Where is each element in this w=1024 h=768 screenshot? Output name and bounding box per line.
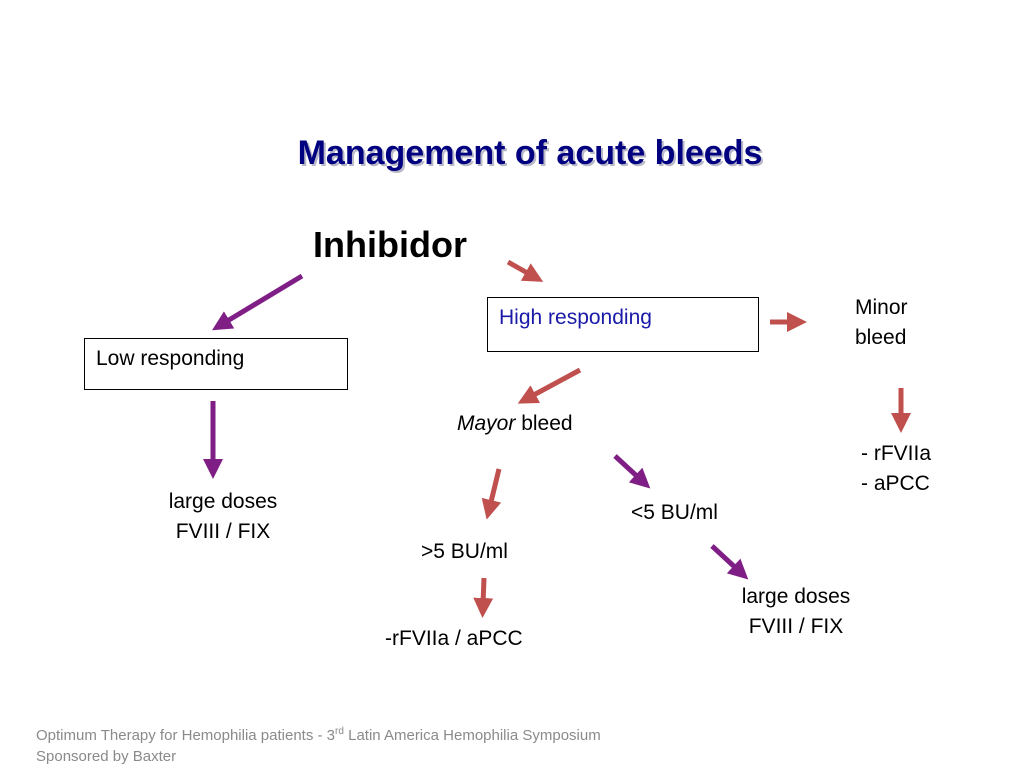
arrow-mayor-to-above5: [481, 468, 502, 520]
arrow-below5-to-treatment: [710, 544, 749, 580]
below-5-bu-label: <5 BU/ml: [631, 501, 718, 524]
low-responding-box: Low responding: [84, 338, 348, 390]
low-responding-treatment: large doses FVIII / FIX: [168, 490, 278, 543]
arrow-inhibidor-to-high: [506, 259, 544, 282]
above-5-bu-treatment: -rFVIIa / aPCC: [385, 627, 523, 650]
above-5-bu-label: >5 BU/ml: [421, 540, 508, 563]
footer: Optimum Therapy for Hemophilia patients …: [36, 721, 601, 767]
arrow-mayor-to-below5: [613, 454, 651, 489]
slide-title: Management of acute bleeds: [297, 134, 763, 172]
high-responding-box: High responding: [487, 297, 759, 352]
arrow-above5-to-treatment: [473, 577, 494, 618]
arrow-inhibidor-to-low: [212, 273, 304, 331]
high-responding-label: High responding: [499, 306, 652, 329]
low-responding-label: Low responding: [96, 347, 245, 370]
minor-bleed-label: Minor bleed: [855, 296, 908, 349]
footer-line-2: Sponsored by Baxter: [36, 748, 177, 765]
mayor-bleed-label: Mayor bleed: [457, 412, 573, 435]
footer-line-1: Optimum Therapy for Hemophilia patients …: [36, 726, 601, 744]
arrow-high-to-mayor: [517, 367, 582, 404]
minor-bleed-treatment: - rFVIIa - aPCC: [861, 442, 932, 495]
below-5-bu-treatment: large doses FVIII / FIX: [741, 585, 851, 638]
inhibidor-heading: Inhibidor: [313, 224, 467, 265]
